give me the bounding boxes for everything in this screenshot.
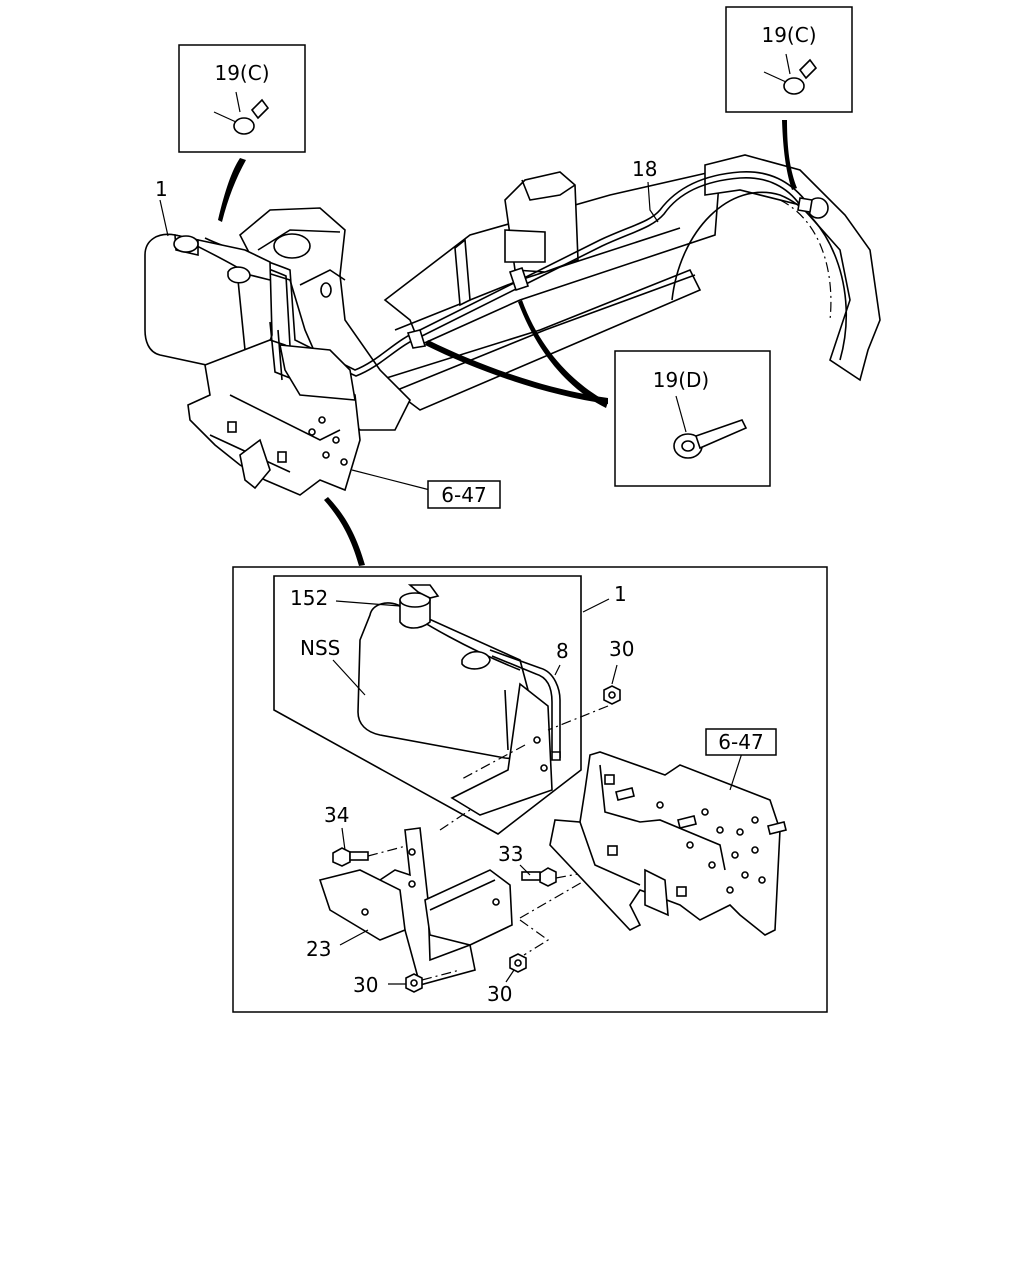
part-23-label: 23 xyxy=(306,937,331,961)
nss-label: NSS xyxy=(300,636,340,660)
hose-clip-icon xyxy=(673,395,748,459)
ref-6-47-detail: 6-47 xyxy=(705,728,777,756)
part-30-c-label: 30 xyxy=(487,982,512,1006)
callout-19c-left-label: 19(C) xyxy=(214,61,269,85)
ref-6-47-top: 6-47 xyxy=(427,480,501,509)
callout-pointers xyxy=(218,120,797,566)
part-30-b-label: 30 xyxy=(353,973,378,997)
callout-19c-left: 19(C) xyxy=(178,44,306,153)
part-152-label: 152 xyxy=(290,586,328,610)
part-30-a-label: 30 xyxy=(609,637,634,661)
callout-19d-label: 19(D) xyxy=(653,368,709,392)
top-leaders xyxy=(159,181,659,491)
callout-19d: 19(D) xyxy=(614,350,771,487)
part-18-label: 18 xyxy=(632,157,657,181)
bolt-33-icon xyxy=(521,867,557,887)
cap-icon xyxy=(399,584,440,629)
part-33-label: 33 xyxy=(498,842,523,866)
part-1-detail-label: 1 xyxy=(614,582,627,606)
part-34-label: 34 xyxy=(324,803,349,827)
part-1-top-label: 1 xyxy=(155,177,168,201)
callout-19c-right: 19(C) xyxy=(725,6,853,113)
hose-clamp-icon xyxy=(763,53,818,95)
ref-6-47-detail-label: 6-47 xyxy=(718,730,763,754)
nut-30-icon xyxy=(603,685,621,705)
detail-panel: 152 NSS 1 8 30 6-47 34 33 23 30 30 xyxy=(232,566,828,1013)
nut-30-icon xyxy=(509,953,527,973)
hose-clamp-icon xyxy=(213,91,270,135)
nut-30-icon xyxy=(405,973,423,993)
part-8-label: 8 xyxy=(556,639,569,663)
callout-19c-right-label: 19(C) xyxy=(761,23,816,47)
ref-6-47-top-label: 6-47 xyxy=(441,483,486,507)
